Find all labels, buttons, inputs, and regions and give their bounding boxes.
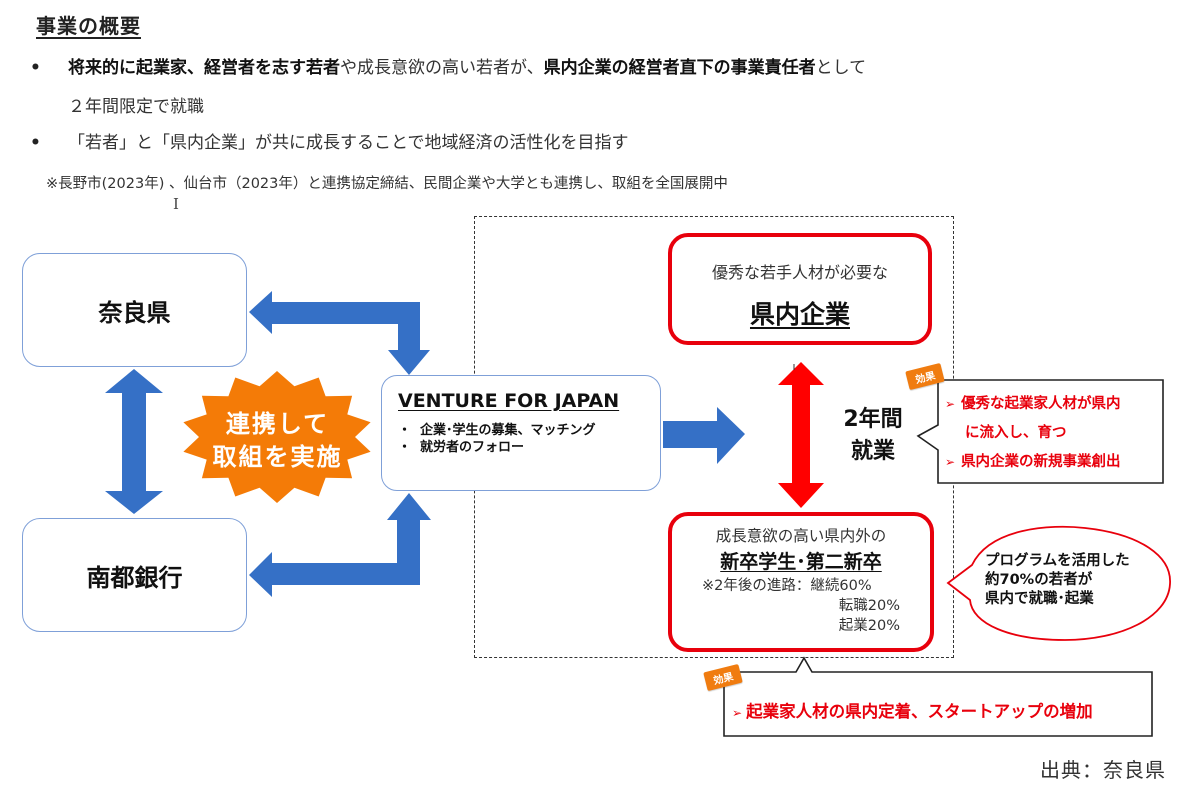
vfj-duty-item: 企業･学生の募集、マッチング bbox=[398, 422, 660, 439]
nanto-bank-label: 南都銀行 bbox=[86, 563, 183, 592]
collaboration-burst bbox=[183, 371, 371, 503]
arrow-nara-nanto bbox=[105, 369, 163, 514]
effect-right-item-1-line-1: 優秀な起業家人材が県内 bbox=[961, 396, 1121, 412]
effect-right-item-1-line-2: に流入し、育つ bbox=[965, 425, 1067, 441]
two-year-label: 2年間 就業 bbox=[838, 404, 908, 468]
bullet-2: • 「若者」と「県内企業」が共に成長することで地域経済の活性化を目指す bbox=[30, 128, 629, 153]
arrow-nara-vfj bbox=[249, 291, 430, 375]
arrow-bullet-icon: ➢ bbox=[732, 706, 743, 720]
company-title: 県内企業 bbox=[749, 300, 850, 329]
bullet-symbol: • bbox=[30, 133, 41, 153]
burst-text: 連携して 取組を実施 bbox=[185, 408, 370, 474]
career-path-percent: 20% bbox=[867, 618, 900, 634]
effect-right-item-2-text: 県内企業の新規事業創出 bbox=[961, 454, 1121, 470]
arrow-bullet-icon: ➢ bbox=[945, 455, 956, 469]
students-title: 新卒学生･第二新卒 bbox=[720, 551, 882, 573]
two-year-line-1: 2年間 bbox=[843, 407, 903, 432]
vfj-duty-item: 就労者のフォロー bbox=[398, 439, 660, 456]
effect-right-item-2: ➢ 県内企業の新規事業創出 bbox=[945, 448, 1121, 477]
oval-line-3: 県内で就職･起業 bbox=[985, 591, 1094, 607]
outcome-oval-text: プログラムを活用した 約70%の若者が 県内で就職･起業 bbox=[985, 552, 1130, 609]
section-heading: 事業の概要 bbox=[36, 14, 141, 38]
bullet-symbol: • bbox=[30, 58, 41, 78]
nara-prefecture-label: 奈良県 bbox=[98, 298, 171, 327]
effect-bottom-label: 起業家人材の県内定着、スタートアップの増加 bbox=[746, 702, 1093, 721]
outcome-oval-callout bbox=[946, 525, 1171, 641]
vfj-title: VENTURE FOR JAPAN bbox=[398, 390, 620, 412]
career-path-percent: 60% bbox=[839, 578, 872, 594]
career-path-list: ※2年後の進路：継続60% 転職20% 起業20% bbox=[684, 576, 918, 636]
arrow-nanto-vfj bbox=[249, 493, 431, 597]
text-cursor-icon: I bbox=[173, 195, 179, 213]
venture-for-japan-box: VENTURE FOR JAPAN 企業･学生の募集、マッチング 就労者のフォロ… bbox=[381, 375, 661, 491]
effect-right-text: ➢ 優秀な起業家人材が県内 に流入し、育つ ➢ 県内企業の新規事業創出 bbox=[945, 390, 1121, 477]
arrow-vfj-to-company bbox=[663, 407, 745, 464]
students-subtitle: 成長意欲の高い県内外の bbox=[715, 527, 887, 545]
partnership-note: ※長野市(2023年) 、仙台市（2023年）と連携協定締結、民間企業や大学とも… bbox=[46, 176, 728, 192]
company-subtitle: 優秀な若手人材が必要な bbox=[711, 263, 888, 282]
local-company-box: 優秀な若手人材が必要な 県内企業 bbox=[668, 233, 932, 345]
oval-line-1: プログラムを活用した bbox=[985, 553, 1130, 569]
career-path-type: 継続 bbox=[810, 578, 840, 594]
arrow-bullet-icon: ➢ bbox=[945, 397, 956, 411]
career-path-row: ※2年後の進路：継続60% bbox=[684, 576, 918, 596]
career-path-type: 転職 bbox=[838, 598, 868, 614]
burst-line-2: 取組を実施 bbox=[212, 443, 343, 471]
nara-prefecture-box: 奈良県 bbox=[22, 253, 247, 367]
bullet-1: • 将来的に起業家、経営者を志す若者や成長意欲の高い若者が、県内企業の経営者直下の… bbox=[30, 53, 866, 78]
bullet-1-seg-1: 将来的に起業家、経営者を志す若者 bbox=[68, 58, 340, 78]
source-credit: 出典：奈良県 bbox=[1040, 758, 1166, 782]
effect-right-item-1: ➢ 優秀な起業家人材が県内 bbox=[945, 390, 1121, 419]
career-path-type: 起業 bbox=[838, 618, 868, 634]
bullet-1-seg-3: 県内企業の経営者直下の事業責任者 bbox=[543, 58, 816, 78]
career-path-percent: 20% bbox=[867, 598, 900, 614]
two-year-line-2: 就業 bbox=[850, 439, 895, 464]
effect-callout-bottom bbox=[723, 656, 1153, 737]
nanto-bank-box: 南都銀行 bbox=[22, 518, 247, 632]
arrow-two-year-employment bbox=[778, 362, 824, 508]
bullet-1-continuation: ２年間限定で就職 bbox=[68, 97, 204, 117]
bullet-1-seg-2: や成長意欲の高い若者が、 bbox=[340, 58, 544, 78]
vfj-duties-list: 企業･学生の募集、マッチング 就労者のフォロー bbox=[398, 422, 660, 456]
effect-bottom-text: ➢起業家人材の県内定着、スタートアップの増加 bbox=[732, 698, 1093, 722]
career-path-row: 転職20% bbox=[684, 596, 918, 616]
bullet-2-text: 「若者」と「県内企業」が共に成長することで地域経済の活性化を目指す bbox=[68, 133, 629, 153]
burst-line-1: 連携して bbox=[225, 410, 330, 438]
oval-line-2: 約70%の若者が bbox=[985, 572, 1093, 588]
students-box: 成長意欲の高い県内外の 新卒学生･第二新卒 ※2年後の進路：継続60% 転職20… bbox=[668, 512, 934, 652]
career-path-row: 起業20% bbox=[684, 616, 918, 636]
effect-callout-right bbox=[916, 379, 1164, 484]
bullet-1-seg-4: として bbox=[815, 58, 867, 78]
career-path-label: ※2年後の進路： bbox=[702, 578, 811, 594]
